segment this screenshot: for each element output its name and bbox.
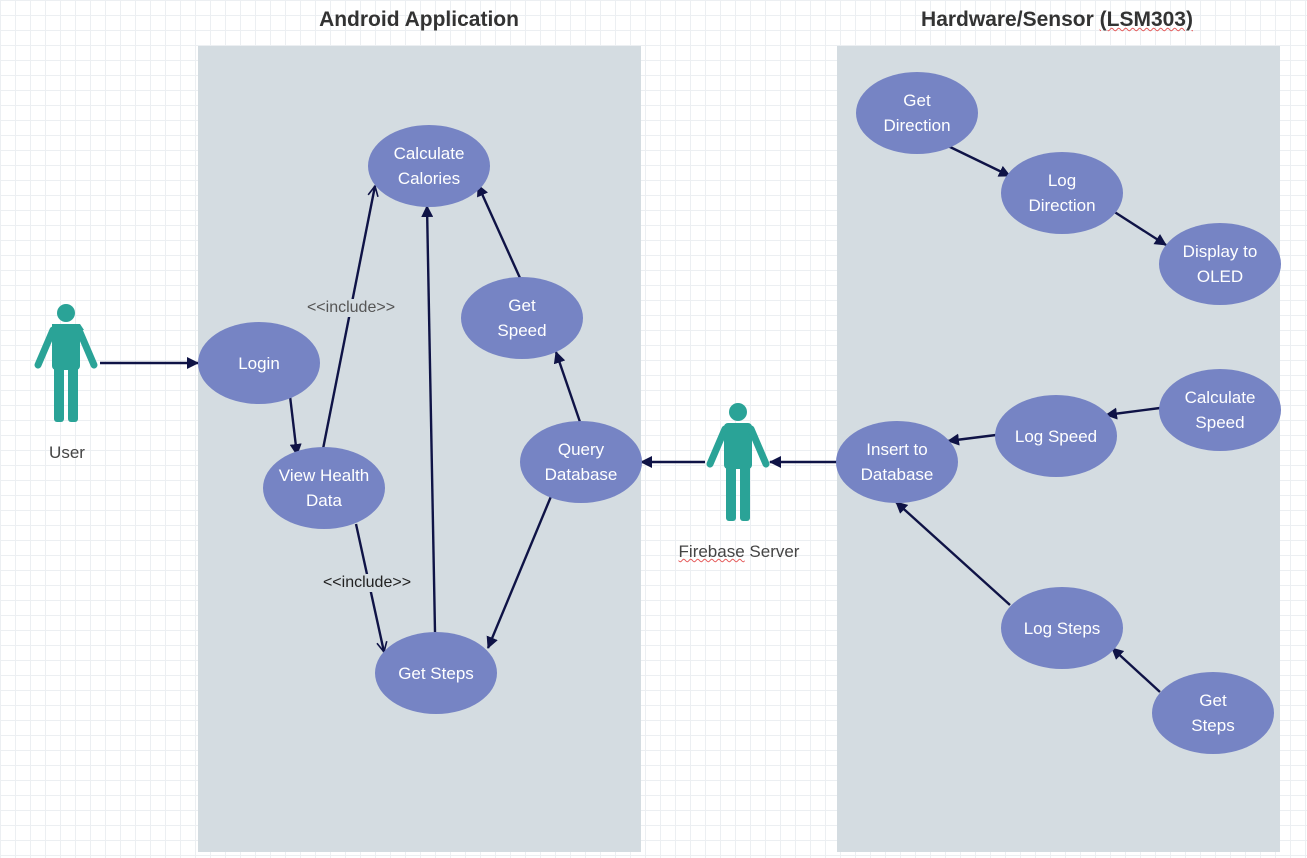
include-label-lower: <<include>> [322,574,412,592]
usecase-log-direction[interactable]: Log Direction [1001,152,1123,234]
arrow-get-direction-to-log-direction [947,144,1011,178]
arrow-login-to-view-health [288,395,302,456]
usecase-get-speed[interactable]: Get Speed [461,277,583,359]
arrow-query-to-get-speed [553,351,582,423]
arrow-calculate-speed-to-log-speed [1105,406,1161,420]
firebase-word: Firebase [678,542,745,561]
usecase-get-direction[interactable]: Get Direction [856,72,978,154]
arrow-log-steps-to-insert [895,501,1011,606]
user-actor-icon [34,304,98,422]
firebase-server-actor-icon [706,403,770,521]
usecase-display-to-oled[interactable]: Display to OLED [1159,223,1281,305]
arrow-query-to-get-steps [486,493,554,649]
usecase-get-steps-hardware[interactable]: Get Steps [1152,672,1274,754]
android-application-title: Android Application [319,8,519,31]
usecase-log-speed[interactable]: Log Speed [995,395,1117,477]
arrow-get-steps-to-calories [421,205,437,633]
usecase-login[interactable]: Login [198,322,320,404]
firebase-rest: Server [744,542,800,561]
usecase-view-health-data[interactable]: View Health Data [263,447,385,529]
hardware-model-text: (LSM303) [1099,8,1193,31]
arrow-log-direction-to-display [1112,209,1167,247]
usecase-calculate-calories[interactable]: Calculate Calories [368,125,490,207]
include-label-upper: <<include>> [306,299,396,317]
hardware-sensor-title: Hardware/Sensor (LSM303) [921,8,1193,32]
hardware-title-text: Hardware/Sensor [921,8,1094,31]
usecase-query-database[interactable]: Query Database [520,421,642,503]
user-actor-label: User [49,443,85,462]
usecase-log-steps[interactable]: Log Steps [1001,587,1123,669]
arrow-log-speed-to-insert [947,433,997,446]
usecase-get-steps-android[interactable]: Get Steps [375,632,497,714]
firebase-server-label: Firebase Server [679,542,800,562]
include-view-health-to-calories [321,186,375,450]
arrow-get-speed-to-calories [476,184,522,279]
usecase-insert-to-database[interactable]: Insert to Database [836,421,958,503]
usecase-calculate-speed[interactable]: Calculate Speed [1159,369,1281,451]
arrow-get-steps-to-log-steps [1111,647,1161,693]
